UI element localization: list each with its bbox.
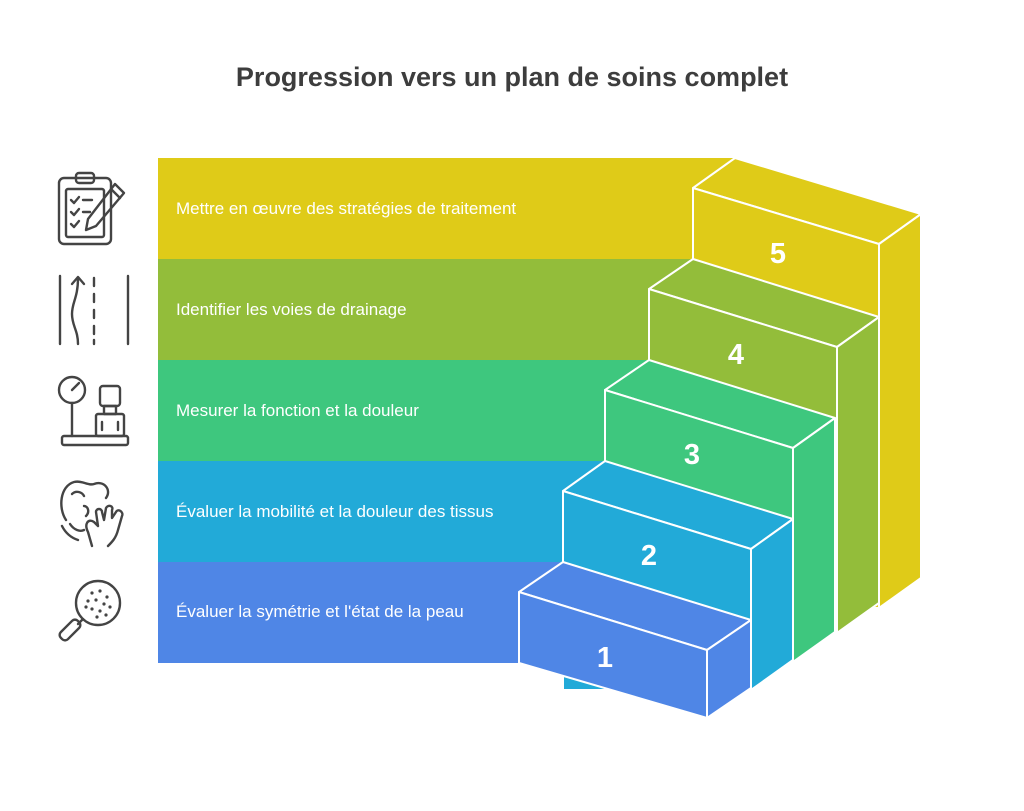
step-3-number: 3 <box>684 439 700 471</box>
step-2-label: Évaluer la mobilité et la douleur des ti… <box>176 502 494 521</box>
step-1-number: 1 <box>597 642 613 674</box>
step-4-label: Identifier les voies de drainage <box>176 300 407 319</box>
step-2-number: 2 <box>641 540 657 572</box>
gauge-scale-icon <box>57 375 130 447</box>
step-1 <box>158 561 752 719</box>
page-title: Progression vers un plan de soins comple… <box>235 62 789 92</box>
step-5-label: Mettre en œuvre des stratégies de traite… <box>176 199 517 218</box>
step-1-label: Évaluer la symétrie et l'état de la peau <box>176 602 464 621</box>
step-3-label: Mesurer la fonction et la douleur <box>176 401 419 420</box>
step-5-number: 5 <box>770 238 786 270</box>
clipboard-pencil-icon <box>57 171 126 246</box>
hand-tissue-icon <box>60 480 124 548</box>
drainage-path-icon <box>58 274 130 346</box>
step-4-number: 4 <box>728 339 744 371</box>
magnifier-icon <box>58 579 122 642</box>
